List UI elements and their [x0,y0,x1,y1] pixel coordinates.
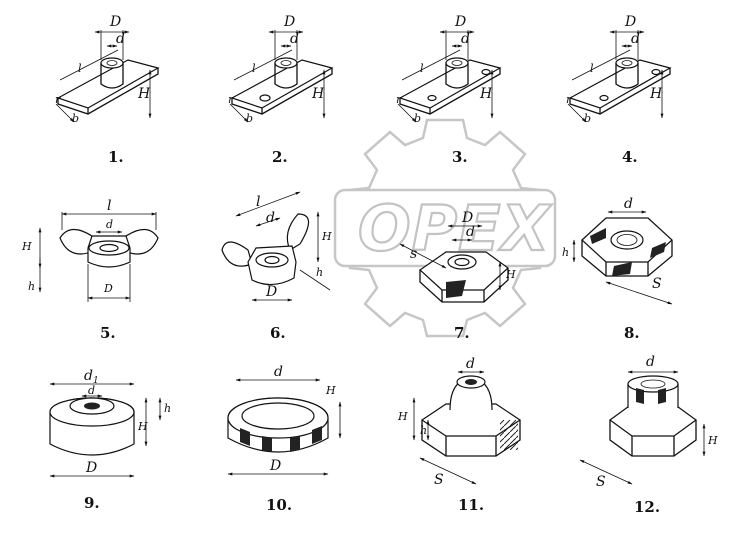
label-D: D [454,14,466,30]
label-D: D [461,210,473,226]
label-D: D [269,458,281,474]
figure-4-plate-nut: D d l r b H 4. [566,14,672,166]
caption-9: 9. [84,494,100,512]
figure-12-castle-nut: d H S 12. [579,354,718,516]
caption-6: 6. [270,324,286,342]
label-h: h [316,266,323,279]
label-S: S [596,474,606,490]
label-H: H [137,86,151,102]
figure-9-cap-nut: d1 d H h D 9. [49,368,171,512]
label-H: H [707,434,718,447]
label-b: b [584,112,591,125]
caption-1: 1. [108,148,124,166]
label-D: D [109,14,121,30]
figure-6-wing-nut-tilted: l d H h D 6. [221,191,332,342]
label-d: d [646,354,655,370]
caption-8: 8. [624,324,640,342]
label-h: h [28,280,35,293]
label-r: r [396,93,402,106]
label-S: S [652,276,662,292]
label-d: d [274,364,283,380]
label-d: d [631,31,640,47]
caption-12: 12. [634,498,660,516]
caption-5: 5. [100,324,116,342]
label-r: r [55,93,61,106]
caption-7: 7. [454,324,470,342]
figure-7-weld-nut: D d s H 7. [399,210,516,342]
label-H: H [137,420,148,433]
label-b: b [414,112,421,125]
label-d: d [106,218,113,231]
label-r: r [228,93,234,106]
label-d: d [266,210,275,226]
label-H: H [325,384,336,397]
label-S: S [434,472,444,488]
label-H: H [311,86,325,102]
label-b: b [246,112,253,125]
watermark-text: OPEX [358,192,552,265]
caption-10: 10. [266,496,292,514]
label-l: l [590,62,594,75]
caption-11: 11. [458,496,484,514]
label-H: H [397,410,408,423]
label-b: b [72,112,79,125]
label-H: H [21,240,32,253]
label-D: D [85,460,97,476]
label-d: d [466,224,475,240]
label-d: d [88,384,95,397]
label-d: d [290,31,299,47]
caption-4: 4. [622,148,638,166]
label-H: H [321,230,332,243]
watermark: OPEX [333,118,557,338]
figure-8-slotted-nut: d h S 8. [562,196,673,342]
figure-2-plate-nut: D d l r b H 2. [228,14,334,166]
label-d: d [624,196,633,212]
label-D: D [265,284,277,300]
label-l: l [256,194,260,210]
label-H: H [649,86,663,102]
label-h: h [420,424,427,437]
label-d: d [466,356,475,372]
label-H: H [505,268,516,281]
figure-5-wing-nut: l d H h D 5. [21,198,159,342]
label-H: H [479,86,493,102]
label-l: l [78,62,82,75]
caption-3: 3. [452,148,468,166]
label-r: r [566,93,572,106]
label-h: h [562,246,569,259]
label-D: D [624,14,636,30]
caption-2: 2. [272,148,288,166]
figure-10-round-slotted-nut: d H D 10. [227,364,342,514]
label-l: l [107,198,111,214]
figure-1-plate-nut: D d l r b H 1. [55,14,160,166]
label-s: s [410,246,417,262]
label-h: h [164,402,171,415]
label-d: d [461,31,470,47]
figure-3-plate-nut: D d l r b H 3. [396,14,502,166]
label-D: D [283,14,295,30]
label-d: d [116,31,125,47]
label-d1: d1 [84,368,99,386]
label-l: l [420,62,424,75]
figure-11-dome-nut: d H h S 11. [397,356,522,514]
label-l: l [252,62,256,75]
label-D: D [103,282,113,295]
